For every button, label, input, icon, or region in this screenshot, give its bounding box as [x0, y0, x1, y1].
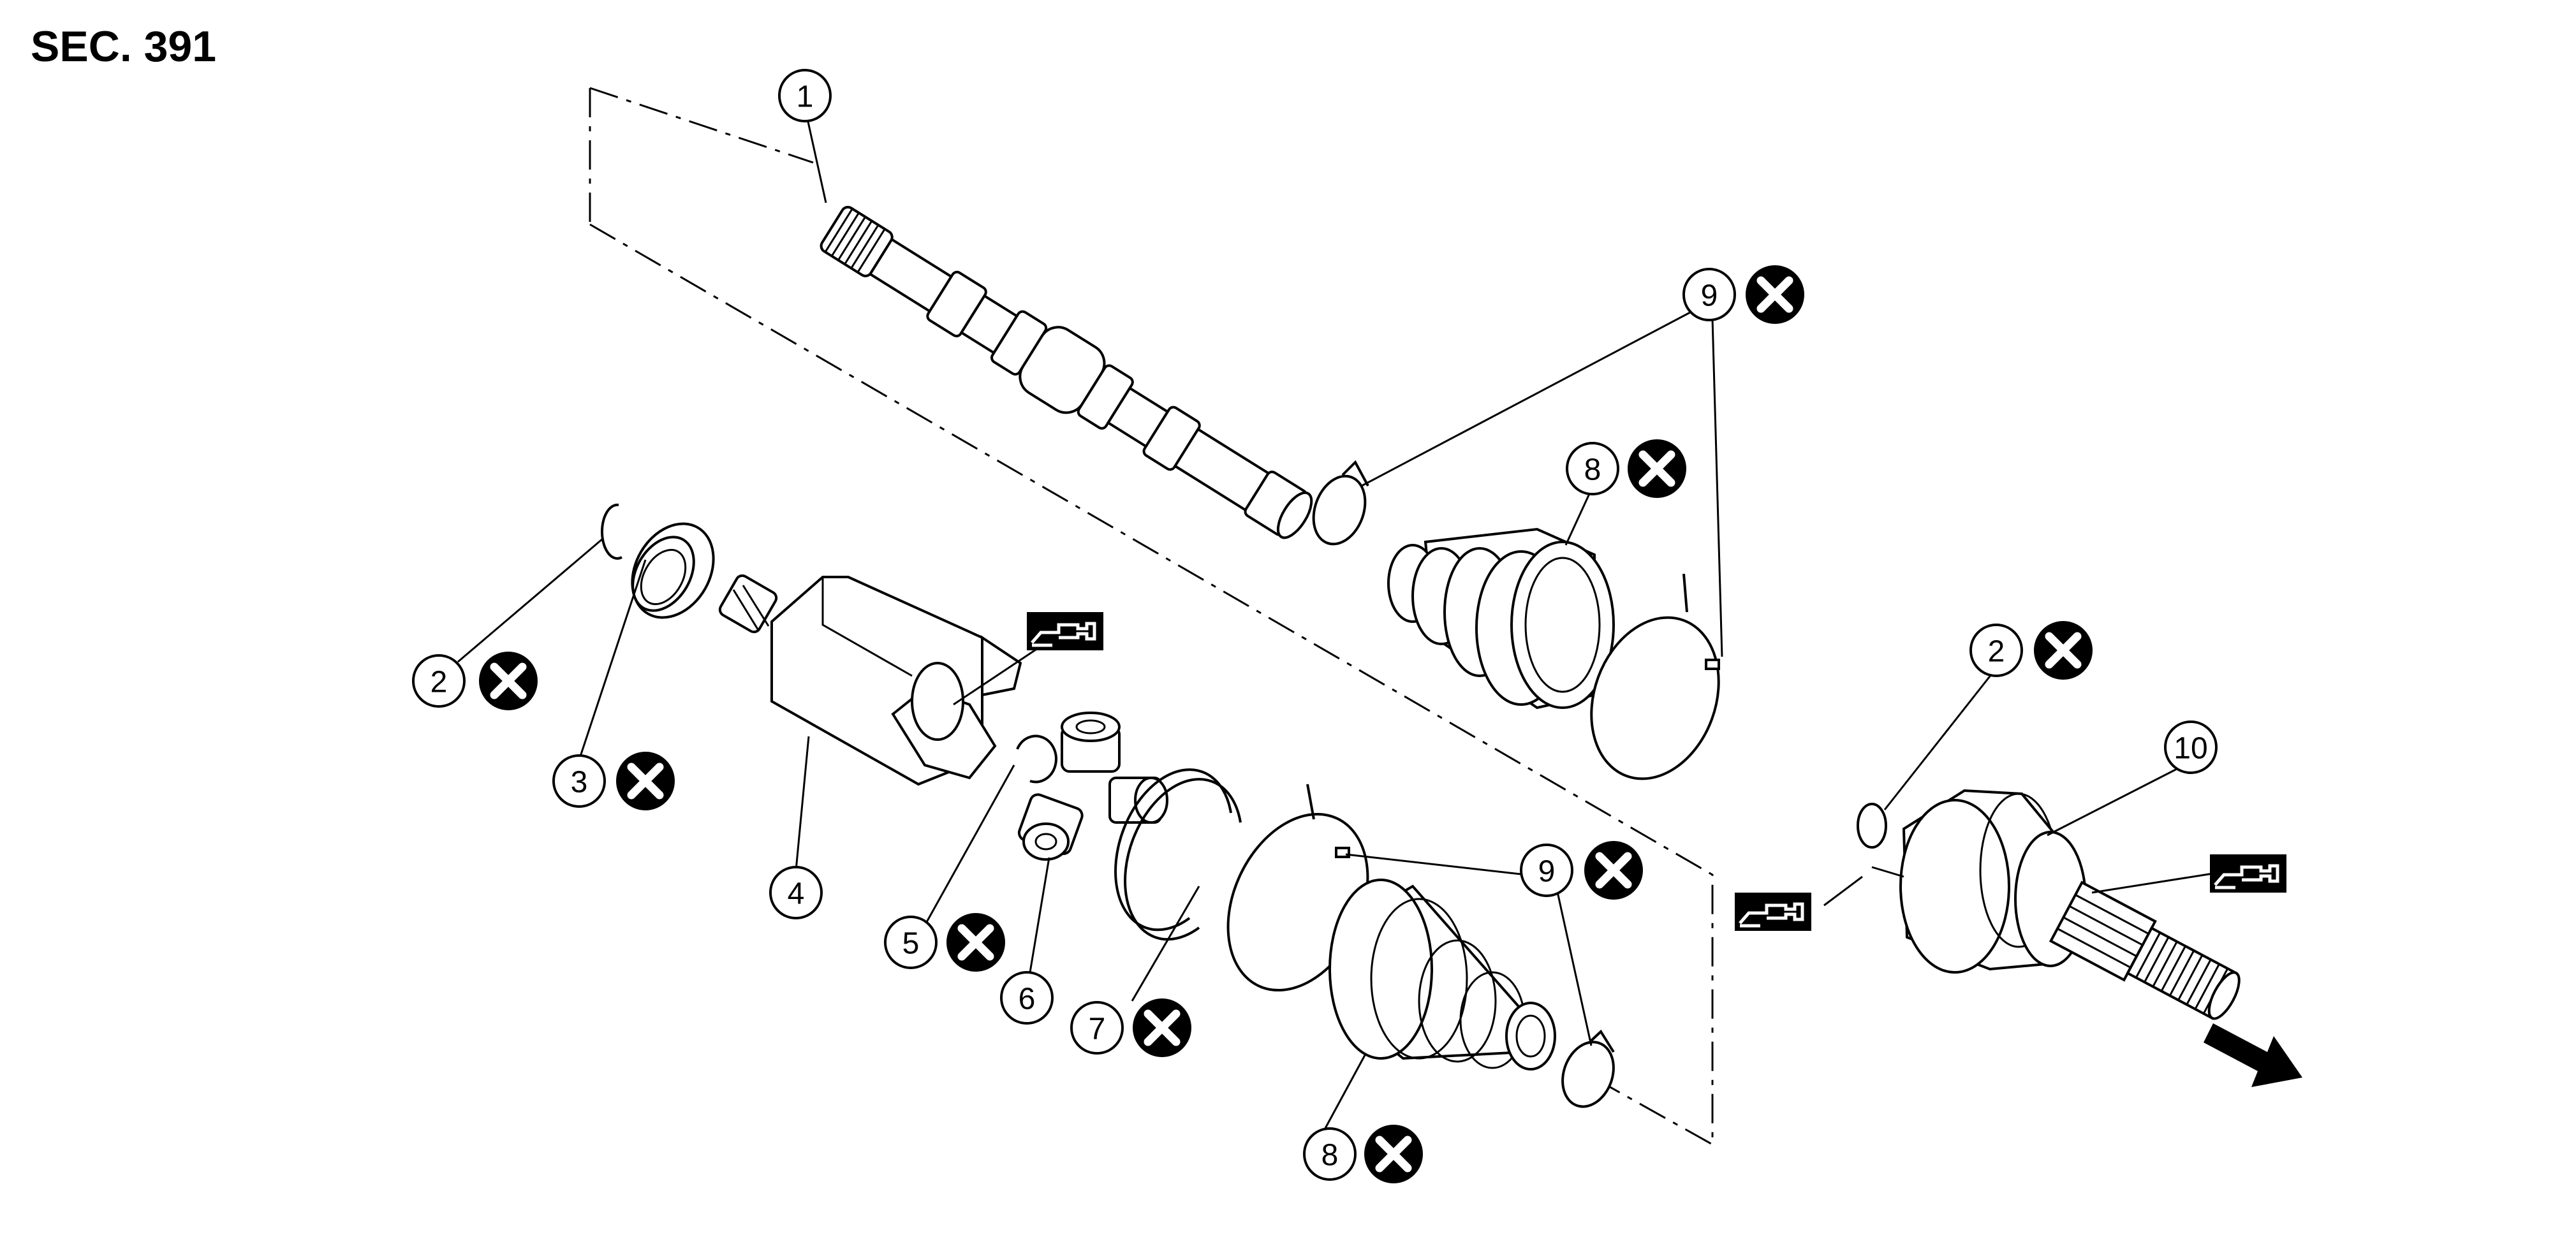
joint-sub-assembly-part	[1899, 789, 2241, 1020]
boot-lower-part	[1328, 879, 1556, 1071]
spider-assembly-part	[1017, 712, 1168, 861]
replace-icon	[1746, 265, 1804, 324]
svg-text:10: 10	[2174, 732, 2207, 766]
callout-4: 4	[769, 866, 823, 919]
boot-band-small-lower	[1561, 1029, 1615, 1108]
svg-text:2: 2	[431, 666, 448, 699]
svg-text:7: 7	[1089, 1012, 1106, 1046]
svg-text:6: 6	[1019, 983, 1036, 1016]
svg-text:1: 1	[797, 80, 814, 114]
svg-text:9: 9	[1538, 855, 1556, 889]
callout-5: 5	[884, 913, 1005, 972]
wheel-side-arrow-icon	[2204, 1023, 2302, 1087]
replace-icon	[946, 913, 1005, 972]
boot-band-small-upper	[1312, 460, 1369, 546]
assembly-outline	[589, 87, 1714, 1146]
callout-10: 10	[2164, 720, 2218, 774]
svg-text:8: 8	[1584, 453, 1601, 487]
stopper-ring-part	[1114, 768, 1242, 941]
svg-text:4: 4	[788, 877, 805, 911]
grease-gun-icon	[1027, 612, 1103, 650]
callout-1: 1	[778, 69, 832, 122]
svg-text:2: 2	[1988, 635, 2005, 669]
section-label: SEC. 391	[31, 22, 217, 71]
replace-icon	[1584, 841, 1643, 900]
svg-text:9: 9	[1701, 279, 1718, 313]
replace-icon	[1133, 998, 1191, 1057]
boot-band-large-upper	[1590, 573, 1720, 780]
callout-3: 3	[552, 752, 675, 810]
shaft-part	[820, 205, 1313, 539]
replace-icon	[616, 752, 675, 810]
callout-9-upper: 9	[1682, 265, 1804, 324]
svg-text:8: 8	[1321, 1139, 1339, 1173]
replace-icon	[479, 652, 538, 710]
callout-9-lower: 9	[1520, 841, 1643, 900]
housing-part	[718, 574, 1022, 786]
replace-icon	[1364, 1125, 1423, 1183]
leader-lines	[457, 115, 2214, 1132]
snap-ring-part	[1016, 734, 1057, 784]
circular-clip-wheel-side-part	[1857, 803, 1887, 849]
svg-text:5: 5	[902, 927, 920, 961]
replace-icon	[2034, 621, 2093, 680]
callout-2-right: 2	[1969, 621, 2093, 680]
callout-8-lower: 8	[1303, 1125, 1423, 1183]
callout-2-left: 2	[412, 652, 538, 710]
svg-text:3: 3	[571, 766, 588, 800]
replace-icon	[1628, 439, 1686, 498]
boot-upper-part	[1387, 527, 1615, 710]
dust-shield-part	[631, 522, 715, 619]
callout-8-upper: 8	[1566, 439, 1686, 498]
circular-clip-part	[600, 503, 622, 560]
grease-gun-icon	[2210, 854, 2286, 893]
grease-gun-icon	[1735, 893, 1811, 931]
callout-6: 6	[1000, 971, 1054, 1025]
callout-7: 7	[1070, 998, 1191, 1057]
